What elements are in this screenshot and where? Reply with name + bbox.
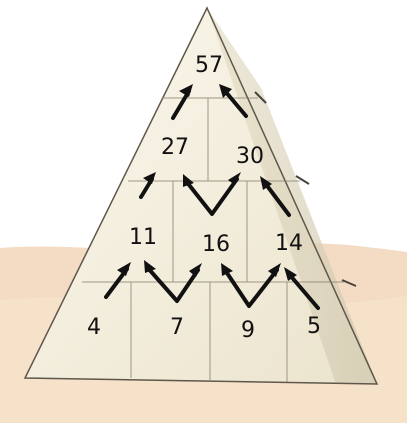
number-row2-right: 14 bbox=[275, 231, 303, 256]
number-row2-middle: 16 bbox=[202, 232, 230, 257]
number-row3-left: 27 bbox=[161, 135, 189, 160]
number-top: 57 bbox=[195, 53, 223, 78]
number-row1-4: 5 bbox=[307, 314, 321, 339]
number-row1-2: 7 bbox=[170, 315, 184, 340]
number-row2-left: 11 bbox=[129, 225, 157, 250]
number-row3-right: 30 bbox=[236, 144, 264, 169]
number-row1-1: 4 bbox=[87, 315, 101, 340]
number-row1-3: 9 bbox=[241, 318, 255, 343]
